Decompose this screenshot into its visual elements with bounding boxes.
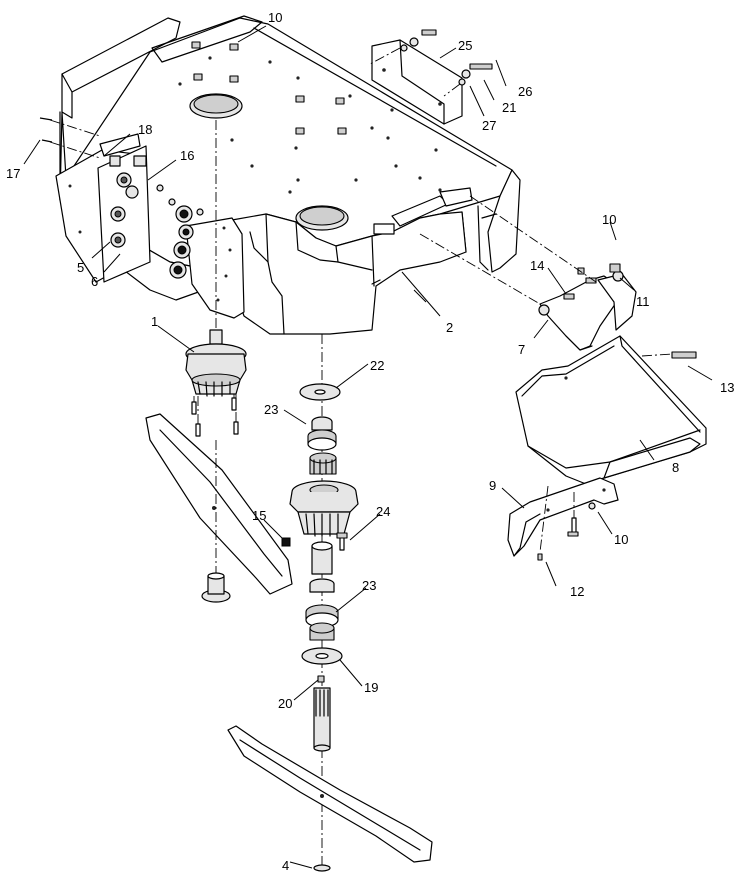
callout-7: 7: [518, 342, 525, 357]
callout-15: 15: [252, 508, 266, 523]
callout-6: 6: [91, 274, 98, 289]
callout-18: 18: [138, 122, 152, 137]
callout-10-bottom: 10: [614, 532, 628, 547]
callout-23-lower: 23: [362, 578, 376, 593]
chute-bracket: [419, 195, 637, 351]
spindle-assembly-left: [157, 120, 247, 437]
baffle-plate: [369, 29, 493, 125]
callout-14: 14: [530, 258, 544, 273]
callout-labels: 1 2 4 5 6 7 8 9 10 10 10 11 12 13 14 15 …: [6, 10, 734, 872]
blade-lower: [227, 725, 433, 872]
callout-5: 5: [77, 260, 84, 275]
callout-12: 12: [570, 584, 584, 599]
chute-deflector: [507, 263, 697, 561]
callout-26: 26: [518, 84, 532, 99]
callout-8: 8: [672, 460, 679, 475]
callout-24: 24: [376, 504, 390, 519]
callout-20: 20: [278, 696, 292, 711]
blade-left: [145, 413, 293, 603]
callout-27: 27: [482, 118, 496, 133]
callout-22: 22: [370, 358, 384, 373]
callout-13: 13: [720, 380, 734, 395]
callout-4: 4: [282, 858, 289, 872]
callout-leaders: [23, 25, 713, 869]
callout-25: 25: [458, 38, 472, 53]
callout-17: 17: [6, 166, 20, 181]
callout-11: 11: [636, 294, 650, 309]
callout-10-top: 10: [268, 10, 282, 25]
callout-9: 9: [489, 478, 496, 493]
callout-16: 16: [180, 148, 194, 163]
callout-19: 19: [364, 680, 378, 695]
callout-10-right: 10: [602, 212, 616, 227]
discharge-chute: [515, 335, 707, 485]
left-idler-assembly: [39, 117, 245, 319]
callout-23-upper: 23: [264, 402, 278, 417]
mower-deck: [59, 15, 521, 335]
deck-holes: [178, 56, 442, 194]
callout-1: 1: [151, 314, 158, 329]
callout-21: 21: [502, 100, 516, 115]
callout-2: 2: [446, 320, 453, 335]
deck-studs: [191, 41, 347, 135]
spindle-assembly-center: [281, 334, 359, 872]
